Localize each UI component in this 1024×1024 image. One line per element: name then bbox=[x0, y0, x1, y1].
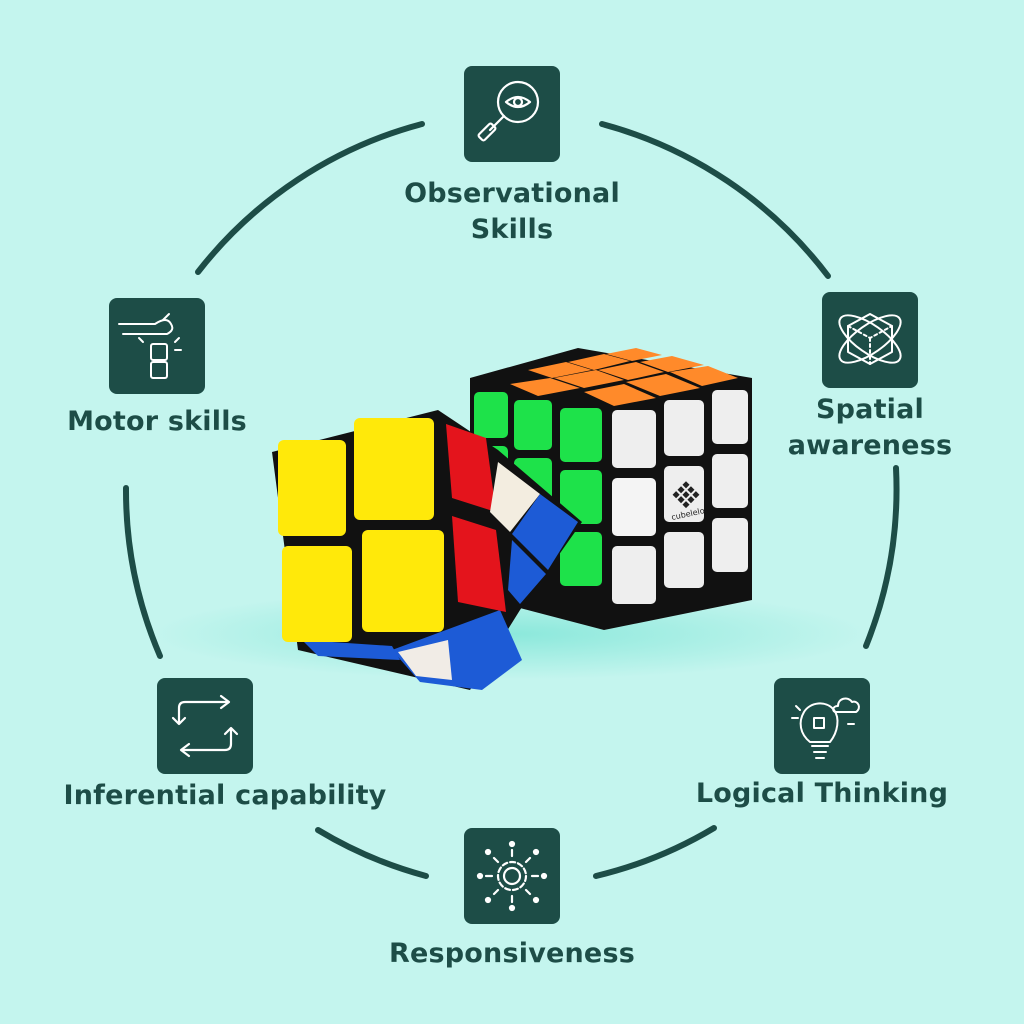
lightbulb-puzzle-icon bbox=[774, 678, 870, 774]
ring-segment bbox=[593, 825, 717, 879]
ring-segment bbox=[863, 465, 900, 649]
ring-segment bbox=[599, 121, 831, 279]
skill-inferential: Inferential capability bbox=[58, 678, 392, 814]
cycle-arrows-icon bbox=[157, 678, 253, 774]
ring-segment bbox=[315, 827, 429, 879]
hand-blocks-icon bbox=[109, 298, 205, 394]
skill-label: Logical Thinking bbox=[695, 778, 949, 809]
skill-label: Observational Skills bbox=[404, 178, 620, 245]
skill-responsiveness: Responsiveness bbox=[370, 828, 654, 972]
skill-label: Responsiveness bbox=[389, 938, 635, 969]
skill-motor: Motor skills bbox=[62, 298, 252, 440]
skill-label: Motor skills bbox=[67, 406, 247, 437]
skill-label: Inferential capability bbox=[63, 780, 387, 811]
magnifier-eye-icon bbox=[464, 66, 560, 162]
cube-orbit-icon bbox=[822, 292, 918, 388]
ring-segment bbox=[195, 121, 425, 275]
skill-spatial: Spatial awareness bbox=[760, 292, 980, 464]
cube-2x2 bbox=[272, 410, 582, 690]
gear-burst-icon bbox=[464, 828, 560, 924]
skill-label: Spatial awareness bbox=[787, 394, 953, 461]
skill-logical: Logical Thinking bbox=[690, 678, 954, 812]
skill-observational: Observational Skills bbox=[380, 66, 644, 248]
